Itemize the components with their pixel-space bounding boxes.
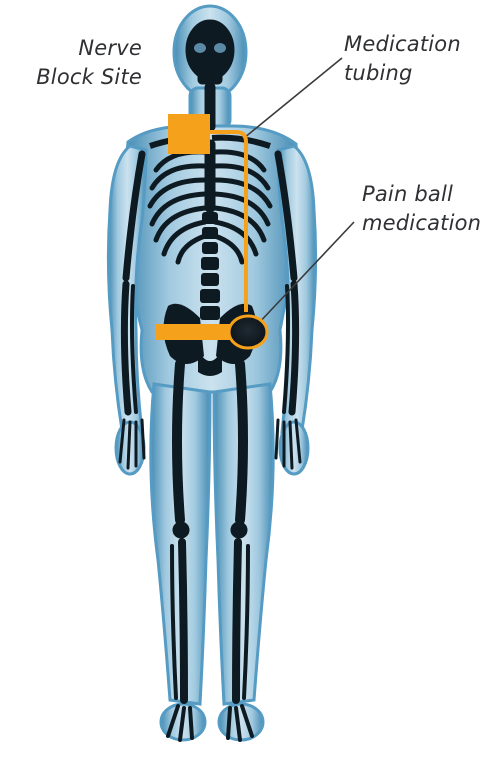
pain-ball — [229, 316, 267, 348]
medication-tubing-label-line-1: Medication — [344, 30, 494, 59]
medication-tubing-label-line-2: tubing — [344, 59, 494, 88]
pain-ball-medication-label-line-1: Pain ball — [362, 180, 498, 209]
catheter-block — [156, 324, 232, 340]
medication-tubing-label: Medication tubing — [344, 30, 494, 88]
nerve-block-site-label-line-1: Nerve — [18, 34, 142, 63]
pain-ball-medication-label: Pain ball medication — [362, 180, 498, 238]
pain-ball-medication-label-line-2: medication — [362, 209, 498, 238]
nerve-block-site-marker — [168, 114, 210, 154]
tubing-leader-line — [244, 58, 342, 138]
nerve-block-site-label: Nerve Block Site — [18, 34, 142, 92]
nerve-block-site-label-line-2: Block Site — [18, 63, 142, 92]
